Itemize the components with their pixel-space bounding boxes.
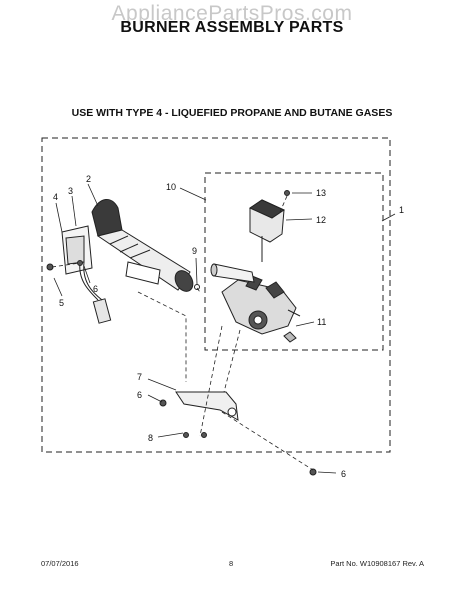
- valve-subassembly-boundary: [204, 172, 384, 351]
- callout-7: 7: [137, 372, 142, 382]
- callout-2: 2: [86, 174, 91, 184]
- callout-10: 10: [166, 182, 176, 192]
- solenoid-coil: [248, 199, 286, 262]
- page-title: BURNER ASSEMBLY PARTS: [120, 19, 344, 36]
- watermark-text: AppliancePartsPros.com: [111, 2, 353, 25]
- callout-9: 9: [192, 246, 197, 256]
- alignment-lines: [51, 195, 314, 471]
- screw-set: [46, 190, 317, 476]
- footer-page-number: 8: [229, 559, 234, 568]
- footer-date: 07/07/2016: [41, 559, 79, 568]
- callout-6b: 6: [137, 390, 142, 400]
- gas-valve-body: [210, 263, 301, 343]
- leader-lines: [53, 183, 396, 474]
- mounting-bracket: [175, 391, 239, 421]
- assembly-outer-boundary: [41, 137, 391, 453]
- callout-11: 11: [317, 317, 326, 327]
- callout-8: 8: [148, 433, 153, 443]
- callout-4: 4: [53, 192, 58, 202]
- callout-13: 13: [316, 188, 326, 198]
- page-subtitle: USE WITH TYPE 4 - LIQUEFIED PROPANE AND …: [71, 107, 393, 119]
- footer-part-info: Part No. W10908167 Rev. A: [330, 559, 424, 568]
- callout-5: 5: [59, 298, 64, 308]
- callout-6c: 6: [341, 469, 346, 479]
- burner-bracket: [61, 225, 93, 275]
- callout-1: 1: [399, 205, 404, 215]
- callout-3: 3: [68, 186, 73, 196]
- callout-12: 12: [316, 215, 326, 225]
- burner-tube: [91, 199, 194, 292]
- callout-6a: 6: [93, 284, 98, 294]
